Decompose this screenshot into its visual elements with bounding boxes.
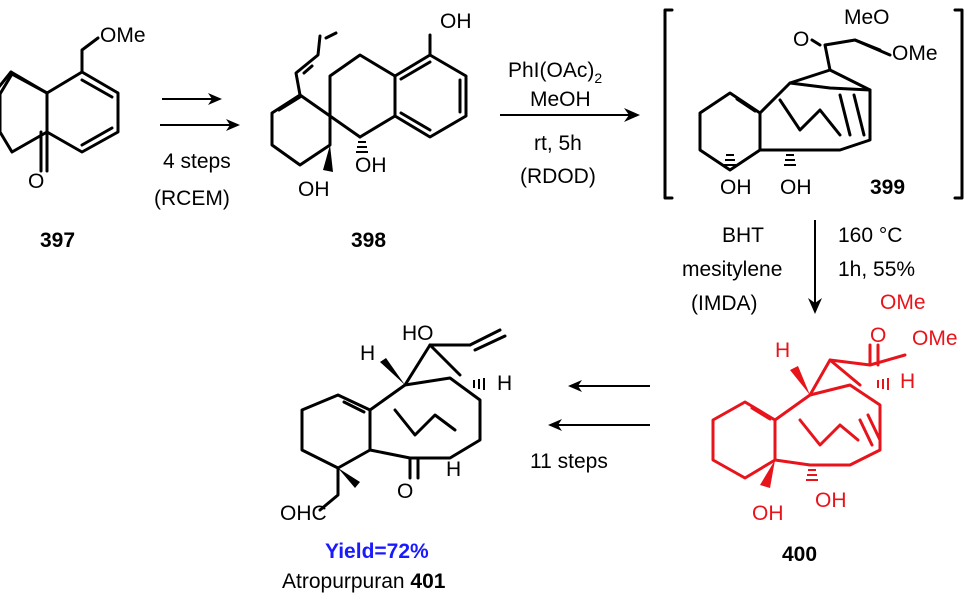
compound-number-398: 398: [351, 229, 386, 252]
compound-number-399: 399: [870, 176, 905, 199]
ome1-400: OMe: [880, 291, 926, 314]
oh1-400: OH: [752, 502, 784, 525]
condition-rt: rt, 5h: [534, 132, 582, 155]
arrow-rdod: [500, 108, 640, 122]
step4-line1: 11 steps: [530, 450, 608, 473]
ho-401: HO: [402, 322, 434, 345]
compound-399: OH OH MeO OMe O 399: [663, 6, 964, 200]
oh2-399: OH: [780, 176, 812, 199]
h2-401: H: [497, 372, 512, 395]
compound-398: OH OH OH 398: [270, 10, 472, 252]
oxygen-399: O: [793, 28, 809, 51]
compound-397: OMe O 397: [0, 24, 146, 252]
step1-line1: 4 steps: [163, 150, 231, 173]
reagent-meoh: MeOH: [530, 88, 591, 111]
oh-top-398: OH: [440, 10, 472, 33]
h1-401: H: [360, 342, 375, 365]
arrow-imda: [808, 220, 822, 314]
condition-imda: (IMDA): [691, 292, 758, 315]
reagent-phioac: PhI(OAc)2: [508, 59, 602, 86]
ome-399: OMe: [892, 42, 938, 65]
ome-label: OMe: [100, 24, 146, 47]
reagent-bht: BHT: [722, 224, 764, 247]
condition-yield: 1h, 55%: [838, 258, 915, 281]
h2-400: H: [900, 370, 915, 393]
arrow-steps-11: [548, 380, 650, 431]
condition-temp: 160 °C: [838, 224, 902, 247]
ohc-401: OHC: [280, 502, 327, 525]
compound-number-400: 400: [782, 543, 817, 566]
ome2-400: OMe: [912, 327, 958, 350]
oxygen-400: O: [870, 324, 886, 347]
oh1-399: OH: [720, 176, 752, 199]
condition-rdod: (RDOD): [520, 165, 596, 188]
compound-number-397: 397: [40, 229, 75, 252]
oh2-400: OH: [815, 489, 847, 512]
ring-bond: [45, 70, 120, 154]
oh-right-398: OH: [355, 154, 387, 177]
compound-401: HO H H H OHC O: [280, 322, 512, 525]
meo-399: MeO: [844, 6, 890, 29]
step1-line2: (RCEM): [154, 187, 230, 210]
arrow-steps-1: [160, 93, 240, 131]
oxygen-401: O: [397, 480, 413, 503]
oh-left-398: OH: [298, 178, 330, 201]
compound-name-401: Atropurpuran 401: [282, 570, 446, 593]
h3-401: H: [446, 458, 461, 481]
reagent-mesitylene: mesitylene: [682, 258, 782, 281]
h1-400: H: [775, 339, 790, 362]
compound-400: O OMe OMe H H OH OH: [711, 291, 958, 525]
yield-label: Yield=72%: [325, 540, 429, 563]
oxygen-label: O: [28, 170, 44, 193]
